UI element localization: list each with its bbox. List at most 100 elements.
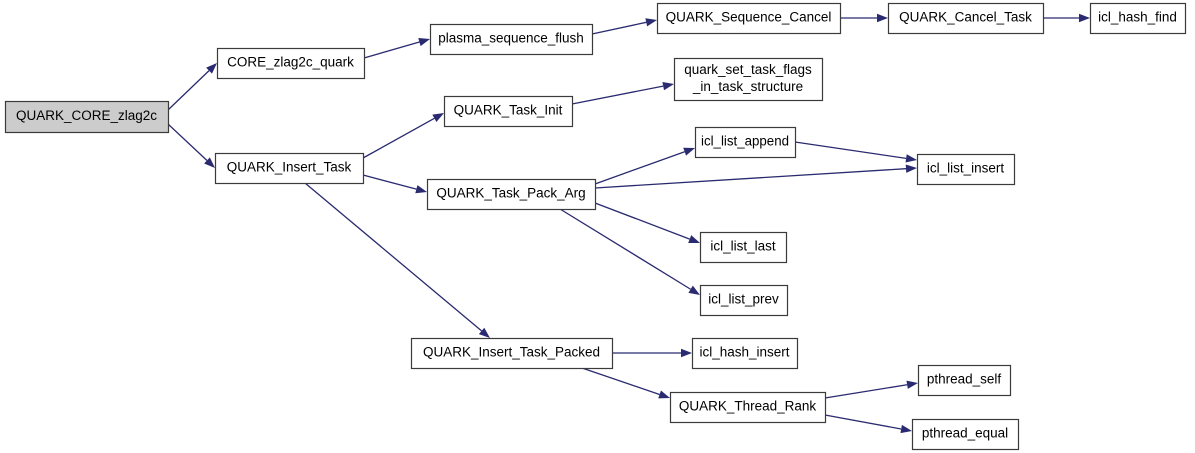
node-pthread_equal[interactable]: pthread_equal xyxy=(911,418,1020,451)
node-label: CORE_zlag2c_quark xyxy=(227,55,354,70)
node-box[interactable] xyxy=(694,126,797,159)
edge-line xyxy=(594,151,685,185)
edge-quark_task_init-to-quark_set_task_flags xyxy=(571,81,674,105)
node-label: QUARK_Insert_Task_Packed xyxy=(423,345,600,360)
node-box[interactable] xyxy=(656,2,842,35)
node-icl_hash_insert[interactable]: icl_hash_insert xyxy=(691,337,799,370)
node-label: icl_hash_insert xyxy=(699,345,789,360)
edge-arrowhead xyxy=(415,185,427,194)
node-label: pthread_self xyxy=(927,372,1002,387)
node-box[interactable] xyxy=(699,284,789,317)
node-box[interactable] xyxy=(4,100,170,134)
node-quark_sequence_cancel[interactable]: QUARK_Sequence_Cancel xyxy=(656,2,842,35)
node-box[interactable] xyxy=(1089,2,1187,35)
edge-quark_task_pack_arg-to-icl_list_append xyxy=(594,147,695,185)
node-label: QUARK_Thread_Rank xyxy=(679,399,817,414)
edge-arrowhead xyxy=(688,285,700,295)
node-box[interactable] xyxy=(911,418,1020,451)
node-label: icl_hash_find xyxy=(1098,10,1177,25)
edge-icl_list_append-to-icl_list_insert xyxy=(794,141,917,163)
nodes-layer: QUARK_CORE_zlag2cCORE_zlag2c_quarkQUARK_… xyxy=(4,2,1187,451)
node-quark_core_zlag2c[interactable]: QUARK_CORE_zlag2c xyxy=(4,100,170,134)
node-box[interactable] xyxy=(214,152,365,185)
edge-arrowhead xyxy=(905,164,917,173)
node-box[interactable] xyxy=(887,2,1045,35)
edge-arrowhead xyxy=(900,424,912,434)
edge-line xyxy=(571,85,664,105)
node-label: pthread_equal xyxy=(922,426,1008,441)
edge-arrowhead xyxy=(877,13,888,23)
edge-arrowhead xyxy=(906,380,918,389)
edge-line xyxy=(581,367,660,396)
node-label: QUARK_CORE_zlag2c xyxy=(16,108,157,123)
edge-line xyxy=(559,208,691,290)
edge-quark_task_pack_arg-to-icl_list_insert xyxy=(594,164,917,189)
node-quark_insert_task[interactable]: QUARK_Insert_Task xyxy=(214,152,365,185)
node-label: QUARK_Task_Init xyxy=(454,103,563,118)
edge-core_zlag2c_quark-to-plasma_sequence_flush xyxy=(363,38,430,59)
edge-arrowhead xyxy=(206,63,217,74)
edge-quark_insert_task-to-quark_insert_task_packed xyxy=(304,182,490,338)
node-quark_insert_task_packed[interactable]: QUARK_Insert_Task_Packed xyxy=(410,337,614,370)
node-icl_hash_find[interactable]: icl_hash_find xyxy=(1089,2,1187,35)
node-box[interactable] xyxy=(673,57,824,102)
node-quark_thread_rank[interactable]: QUARK_Thread_Rank xyxy=(669,391,827,424)
node-box[interactable] xyxy=(669,391,827,424)
node-box[interactable] xyxy=(917,364,1012,397)
edge-quark_insert_task_packed-to-icl_hash_insert xyxy=(612,348,692,358)
edge-quark_cancel_task-to-icl_hash_find xyxy=(1043,13,1090,23)
edge-line xyxy=(794,141,907,160)
edge-line xyxy=(167,123,208,161)
node-box[interactable] xyxy=(443,95,574,128)
node-label: QUARK_Insert_Task xyxy=(227,160,352,175)
edge-arrowhead xyxy=(658,390,670,399)
edge-line xyxy=(591,21,647,35)
node-icl_list_insert[interactable]: icl_list_insert xyxy=(916,153,1016,186)
node-icl_list_append[interactable]: icl_list_append xyxy=(694,126,797,159)
node-box[interactable] xyxy=(426,178,597,211)
edge-arrowhead xyxy=(683,147,695,156)
node-icl_list_prev[interactable]: icl_list_prev xyxy=(699,284,789,317)
node-label: icl_list_insert xyxy=(927,161,1005,176)
node-core_zlag2c_quark[interactable]: CORE_zlag2c_quark xyxy=(216,47,366,80)
node-box[interactable] xyxy=(410,337,614,370)
edge-arrowhead xyxy=(681,348,692,358)
node-label: QUARK_Sequence_Cancel xyxy=(666,10,832,25)
edge-arrowhead xyxy=(418,38,430,47)
edge-line xyxy=(824,414,902,430)
node-box[interactable] xyxy=(699,231,788,264)
node-quark_set_task_flags[interactable]: quark_set_task_flags_in_task_structure xyxy=(673,57,824,102)
edge-arrowhead xyxy=(1079,13,1090,23)
edge-line xyxy=(363,41,420,59)
node-box[interactable] xyxy=(691,337,799,370)
edges-layer xyxy=(167,13,1090,434)
node-quark_task_pack_arg[interactable]: QUARK_Task_Pack_Arg xyxy=(426,178,597,211)
node-icl_list_last[interactable]: icl_list_last xyxy=(699,231,788,264)
node-box[interactable] xyxy=(216,47,366,80)
node-plasma_sequence_flush[interactable]: plasma_sequence_flush xyxy=(429,23,594,56)
edge-line xyxy=(594,168,907,189)
node-label: icl_list_append xyxy=(701,134,789,149)
edge-arrowhead xyxy=(662,81,674,91)
node-box[interactable] xyxy=(429,23,594,56)
node-label: _in_task_structure xyxy=(692,79,803,94)
edge-line xyxy=(167,70,210,111)
edge-line xyxy=(824,384,908,399)
edge-arrowhead xyxy=(688,235,700,244)
edge-quark_task_pack_arg-to-icl_list_prev xyxy=(559,208,700,295)
node-label: QUARK_Task_Pack_Arg xyxy=(436,186,585,201)
edge-quark_thread_rank-to-pthread_equal xyxy=(824,414,912,434)
edge-arrowhead xyxy=(478,327,490,338)
node-quark_task_init[interactable]: QUARK_Task_Init xyxy=(443,95,574,128)
edge-quark_insert_task-to-quark_task_init xyxy=(362,113,444,159)
node-label: QUARK_Cancel_Task xyxy=(899,10,1032,25)
edge-arrowhead xyxy=(204,157,215,168)
edge-quark_core_zlag2c-to-quark_insert_task xyxy=(167,123,215,168)
node-box[interactable] xyxy=(916,153,1016,186)
node-quark_cancel_task[interactable]: QUARK_Cancel_Task xyxy=(887,2,1045,35)
node-pthread_self[interactable]: pthread_self xyxy=(917,364,1012,397)
edge-line xyxy=(362,117,435,159)
edge-arrowhead xyxy=(432,113,444,123)
